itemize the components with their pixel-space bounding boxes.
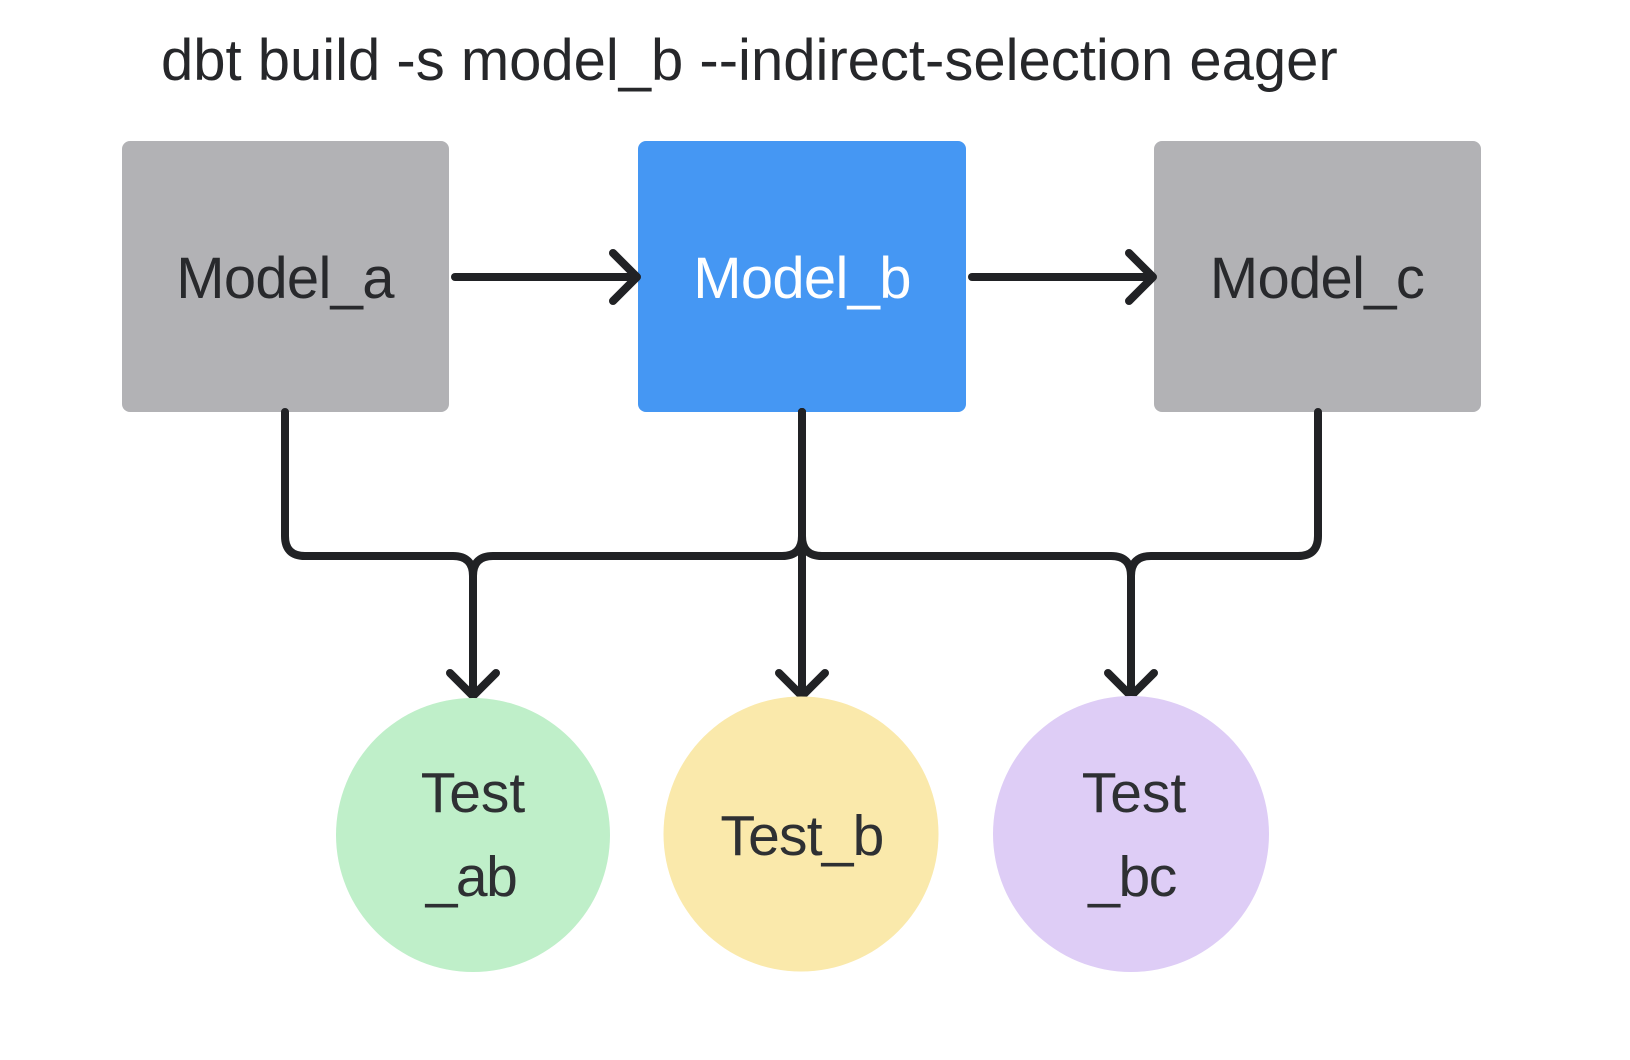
svg-text:Model_a: Model_a [176, 246, 395, 311]
svg-text:Test: Test [1082, 761, 1187, 825]
svg-text:Model_c: Model_c [1210, 246, 1424, 311]
svg-text:_ab: _ab [425, 845, 517, 909]
svg-text:Test: Test [421, 761, 526, 825]
svg-text:dbt build -s model_b --indirec: dbt build -s model_b --indirect-selectio… [161, 28, 1338, 93]
svg-text:Test_b: Test_b [720, 804, 883, 868]
svg-text:Model_b: Model_b [693, 246, 911, 311]
svg-text:_bc: _bc [1087, 845, 1175, 909]
